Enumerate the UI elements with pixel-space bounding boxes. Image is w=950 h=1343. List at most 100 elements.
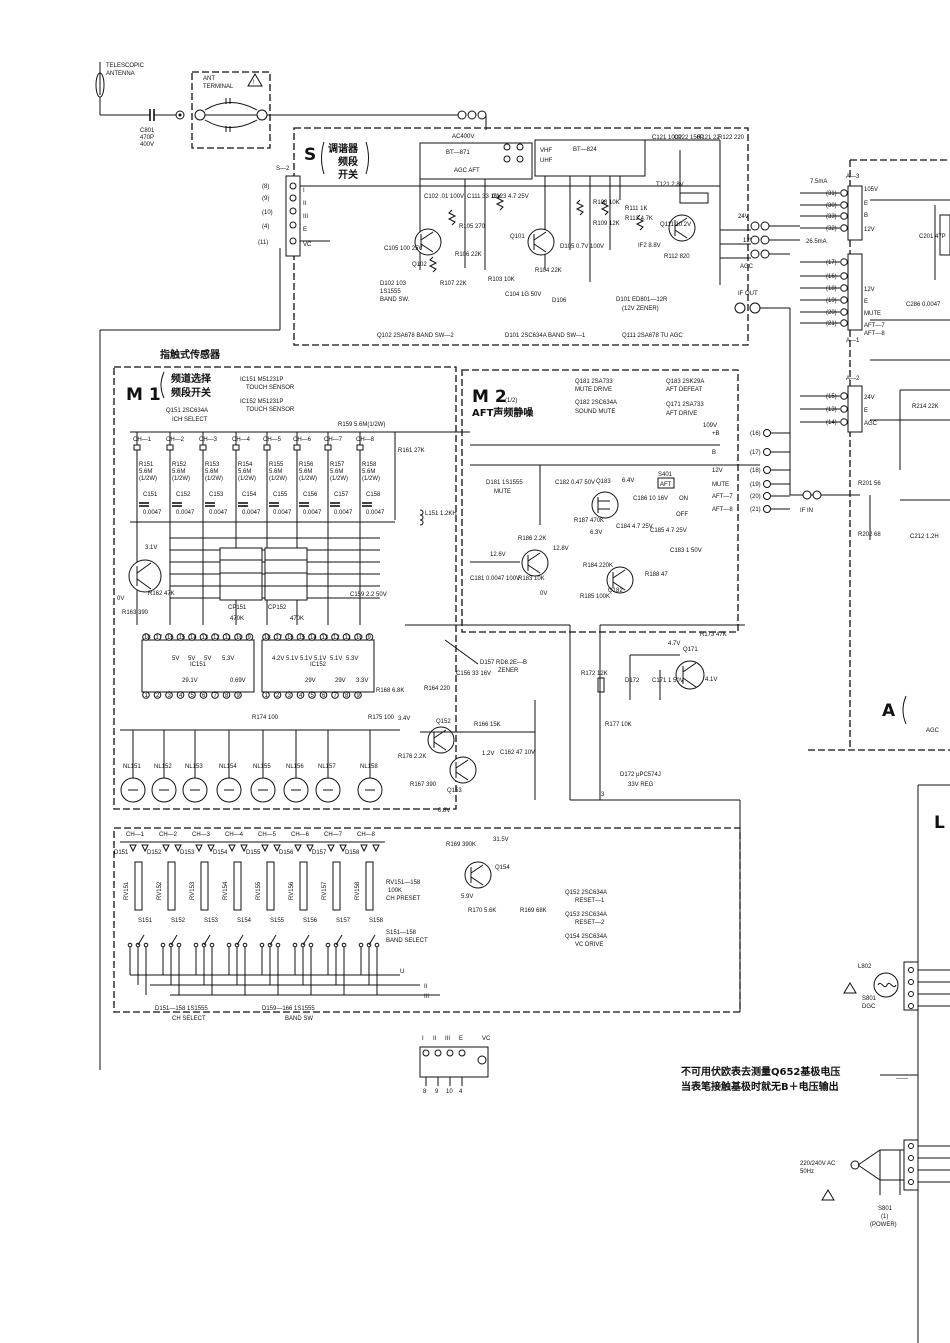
ant-terminal-1: ANT (203, 76, 215, 82)
nl-label: NL155 (253, 764, 271, 770)
s2-label-2: III (303, 214, 308, 220)
m2-pin (763, 480, 771, 488)
tuner-part-18: C105 100 25V (384, 246, 422, 252)
ic-pin (153, 691, 162, 699)
m2-part-label: C185 4.7 25V (650, 528, 687, 534)
m2-voltage: 12.6V (490, 552, 506, 558)
a-pin-number: (19) (826, 298, 837, 304)
m2-pin-number: (19) (750, 482, 761, 488)
ic-pin-number: 3 (288, 693, 292, 699)
ic-pin-number: 2 (276, 693, 280, 699)
m2-pin-number: (16) (750, 431, 761, 437)
tuner-part-13: R108 10K (593, 200, 620, 206)
a-pin (840, 308, 848, 316)
a-pin-number: (17) (826, 260, 837, 266)
tuner-part-3: R122 220 (718, 135, 745, 141)
r162-label: R162 47K (148, 591, 175, 597)
ic-pin (273, 633, 282, 641)
ant-terminal-2: TERMINAL (203, 84, 234, 90)
s801c-label: (1) (881, 1214, 888, 1220)
ic-pin (354, 633, 362, 641)
r170-label: R170 5.6K (468, 908, 496, 914)
s2-pin-1: (9) (262, 196, 269, 202)
m2-pin (763, 466, 771, 474)
c-value: 0.0047 (242, 510, 261, 516)
bt824: BT—824 (573, 147, 597, 153)
bus-u: U (400, 969, 404, 975)
ic-voltage: 29V (305, 678, 316, 684)
s-label: S157 (336, 918, 351, 924)
s2-connector-name: S—2 (276, 166, 290, 172)
s-label: S156 (303, 918, 318, 924)
a-pin (840, 212, 848, 220)
d172b-label: D172 µPC574J (620, 772, 661, 778)
ic-pin-number: 2 (156, 693, 160, 699)
a-pin (840, 272, 848, 280)
rv-potentiometer (200, 861, 209, 911)
r-value: 5.6M (238, 469, 251, 475)
tuner-part-2: R121 22 (697, 135, 720, 141)
s2-label-3: E (303, 227, 307, 233)
warning-triangle-icon (821, 1189, 835, 1201)
m2-part-label: C182 0.47 50V (555, 480, 595, 486)
q154-transistor (464, 861, 492, 889)
warning-triangle-icon (843, 982, 857, 994)
m2-voltage: 0V (540, 591, 547, 597)
ic-pin (285, 633, 293, 641)
ic-voltage: 4.2V (272, 656, 284, 662)
d-label: D157 (312, 850, 327, 856)
tuner-part-0: C121 100P (652, 135, 682, 141)
off-label: OFF (676, 512, 688, 518)
m2-block: M 2 (1/2) AFT声频静噪 Q181 2SA733 MUTE DRIVE… (398, 369, 790, 1012)
rv-label: RV154 (223, 881, 229, 900)
power-pin (908, 1143, 914, 1149)
d157-label: D157 RD8.2E—B (480, 660, 527, 666)
ic152-chip (261, 639, 375, 693)
ic152b-label: TOUCH SENSOR (246, 407, 295, 413)
ic-pin-number: 9 (248, 635, 252, 641)
diode-note-1: D151—158 1S1555 (155, 1006, 208, 1012)
s2-pin-3: (4) (262, 224, 269, 230)
m2-pin-number: (18) (750, 468, 761, 474)
s801d-label: (POWER) (870, 1222, 897, 1228)
ic-pin-number: 9 (357, 693, 361, 699)
c-value: 0.0047 (334, 510, 353, 516)
sw-ch-label: CH—7 (324, 832, 343, 838)
ic-pin (308, 691, 316, 699)
ic151b-label: TOUCH SENSOR (246, 385, 295, 391)
mains-label: 220/240V AC (800, 1161, 836, 1167)
sw-ch-label: CH—3 (192, 832, 211, 838)
ic-pin (245, 633, 254, 641)
m2-voltage: 1.2V (482, 751, 494, 757)
r-value: 5.6M (330, 469, 343, 475)
s801b-label: S801 (878, 1206, 893, 1212)
d102b-label: 1S1555 (380, 289, 401, 295)
ic-voltage: 29V (335, 678, 346, 684)
r-label: R151 (139, 462, 154, 468)
switch-row: CH—1D151RV151S151CH—2D152RV152S152CH—3D1… (114, 832, 385, 995)
q182-label: Q182 2SC634A (575, 400, 617, 406)
s401-label: S401 (658, 472, 673, 478)
ic-pin-number: 8 (225, 693, 229, 699)
power-pin (908, 1155, 914, 1161)
a-pin-number: (21) (826, 321, 837, 327)
r-power: (1/2W) (238, 476, 256, 482)
a-pin-label: AFT—7 (864, 323, 885, 329)
ic-voltage: 3.3V (356, 678, 368, 684)
tuner-part-16: R113 4.7K (625, 216, 653, 222)
switch-block: CH—1D151RV151S151CH—2D152RV152S152CH—3D1… (113, 827, 741, 1095)
m2-voltage: 12.8V (553, 546, 569, 552)
ic-pin-number: 15 (299, 635, 306, 641)
v31-label: 31.5V (493, 837, 509, 843)
c-label: C158 (366, 492, 381, 498)
ic-pin (142, 691, 150, 699)
a-pin (840, 224, 848, 232)
d-label: D158 (345, 850, 360, 856)
ic-pin (331, 691, 339, 699)
tuner-title-3: 开关 (338, 168, 358, 181)
r-power: (1/2W) (362, 476, 380, 482)
nl-label: NL157 (318, 764, 336, 770)
ic-pin-number: 10 (236, 635, 243, 641)
nl-label: NL152 (154, 764, 172, 770)
a-pin-label: E (864, 299, 868, 305)
